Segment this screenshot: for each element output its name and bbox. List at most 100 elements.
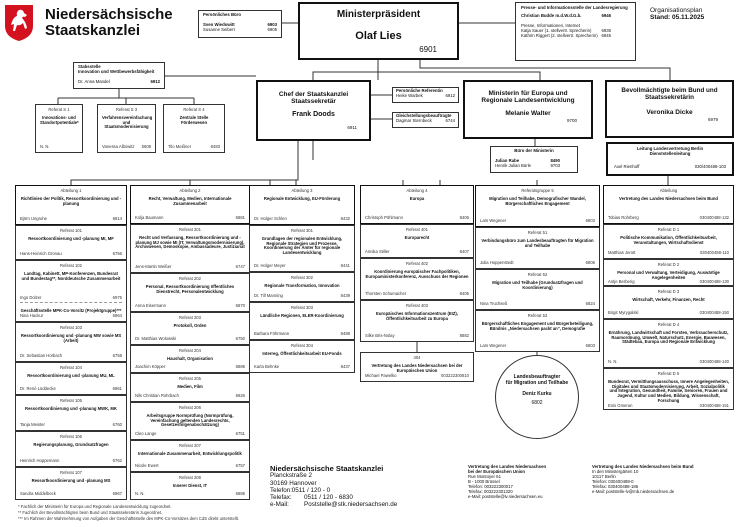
unit-label: Referat 53	[527, 313, 548, 318]
landesbeauftragter-subtitle: für Migration und Teilhabe	[505, 380, 569, 386]
person-name: Karla Behnke	[254, 364, 280, 370]
referentin-title: Persönliche Referentin	[396, 88, 443, 93]
unit-label: Referat 205	[179, 376, 201, 381]
unit-label: Referat 102	[60, 263, 82, 268]
unit-title: Migration und Teilhabe (Grundsatzfragen …	[492, 279, 583, 290]
person-name: Christoph Pöhlmann	[365, 215, 403, 221]
person-phone: 6758	[112, 353, 122, 359]
address-city: B - 1000 Brüssel	[468, 478, 500, 484]
unit-title: Zentrale Stelle Förderwesen	[179, 114, 209, 125]
person-name: Axel Rienhoff	[614, 163, 640, 169]
person-name: Henrik Julian Bürle	[495, 162, 532, 168]
chef-subtitle: Staatssekretär	[291, 98, 336, 105]
person-name: Matthias Jerott	[608, 250, 636, 256]
footnote: *** Im Rahmen der Wahrnehmung von Aufgab…	[18, 516, 239, 521]
person-phone: 030/400488-103	[694, 163, 726, 169]
phone-value: Telefon: 003222300017	[468, 483, 513, 489]
person-phone: 030400488-132	[699, 215, 729, 221]
bevollmaechtigte-title: Bevollmächtigte beim Bund und	[621, 87, 718, 94]
email-link[interactable]: e-Mail: poststelle@lv.niedersachsen.eu	[468, 493, 543, 499]
person-name: Michael Pawelko	[365, 373, 397, 379]
buero-ministerin-title: Büro der Ministerin	[514, 148, 554, 153]
unit-title: Wirtschaft, Verkehr, Finanzen, Recht	[632, 296, 705, 302]
unit-title: Ressortkoordinierung und -planung MW sow…	[20, 332, 122, 343]
unit-label: Referat 105	[60, 398, 82, 403]
unit-title: Medien, Film	[177, 383, 203, 389]
unit-label: Abteilung 4	[406, 188, 428, 193]
unit-title: Koordinierung europäischer Fachpolitiken…	[365, 268, 469, 279]
unit-title: Landtag, Kabinett, MP-Konferenzen, Bunde…	[21, 270, 121, 281]
email-link[interactable]: Poststelle@stk.niedersachsen.de	[304, 501, 398, 509]
coat-of-arms-logo	[4, 4, 34, 42]
person-name: Barbara Föhrmann	[254, 331, 290, 337]
unit-title: Recht, Verwaltung, Medien, International…	[148, 195, 232, 206]
unit-title: Recht und Verfassung, Ressortkoordinieru…	[135, 234, 245, 250]
gleichstellung-title: Gleichstellungsbeauftragte	[396, 113, 452, 118]
gleichstellung-box: Gleichstellungsbeauftragte Dagmar Sternb…	[392, 112, 459, 128]
person-phone: 6936	[601, 27, 611, 33]
phone-value: Telefon: 030400488-0	[592, 478, 634, 484]
unit-title: Grundlagen der regionalen Entwicklung, R…	[261, 235, 343, 256]
person-phone: 6760	[112, 422, 122, 428]
mp-name: Olaf Lies	[355, 30, 402, 42]
unit-label: Referatsgruppe 5	[521, 188, 554, 193]
person-phone: 8488	[340, 331, 350, 337]
org-title-line1: Niedersächsische	[45, 6, 173, 23]
unit-label: Referat 107	[60, 470, 82, 475]
unit-footer: Jens-Martin Weißer 6747	[135, 264, 245, 270]
unit-label: 404	[413, 355, 421, 360]
address-street: In den Ministergärten 10	[592, 468, 639, 474]
person-phone: 6814	[112, 216, 122, 222]
plan-label: Organisationsplan	[650, 7, 703, 14]
person-phone: 6751	[235, 431, 245, 437]
unit-label: Referat 201	[179, 227, 201, 232]
email-link[interactable]: e-Mail: poststelle-lv@mb.niedersachsen.d…	[592, 488, 675, 494]
unit-title: Regierungsplanung, Grundsatzfragen	[33, 441, 109, 447]
unit-title: Europa	[409, 195, 425, 201]
press-head-name: Christian Budde m.d.W.d.G.b.	[521, 12, 582, 18]
fax-label: Telefax:	[270, 494, 292, 502]
address-berlin: Vertretung des Landes Niedersachsen beim…	[592, 464, 693, 495]
person-phone: 6744	[445, 117, 455, 123]
person-phone: 6762	[112, 458, 122, 464]
person-phone: 6824	[585, 301, 595, 307]
person-phone: 030400488-130	[699, 279, 729, 285]
person-phone: 6747	[235, 264, 245, 270]
person-name: Dr. Holger Meyer	[254, 263, 286, 269]
unit-footer: Barbara Föhrmann 8488	[254, 331, 350, 337]
person-name: Hans-Heinrich Gronau	[20, 251, 62, 257]
person-name: Nina Hackur	[20, 313, 44, 319]
unit-title: Richtlinien der Politik, Ressortkoordini…	[20, 195, 122, 206]
unit-title: Protokoll, Orden	[173, 322, 207, 328]
landesbeauftragter-title: Landesbeauftragter	[513, 374, 561, 380]
person-name: Katja Sauer (1. stellvertr. Sprecherin)	[521, 27, 592, 33]
unit-label: Referat S 4	[183, 107, 205, 112]
person-name: Jens-Martin Weißer	[135, 264, 172, 270]
ministerpraesident-box: Ministerpräsident Olaf Lies 6901	[298, 2, 459, 60]
person-name: Tanja Meister	[20, 422, 45, 428]
unit-label: Referat S 3	[115, 107, 138, 112]
stabsstelle-box: Stabsstelle Innovation und Wettbewerbsfä…	[73, 62, 165, 89]
address-name: Vertretung des Landes Niedersachsen	[468, 464, 547, 469]
person-phone: 6926	[235, 393, 245, 399]
